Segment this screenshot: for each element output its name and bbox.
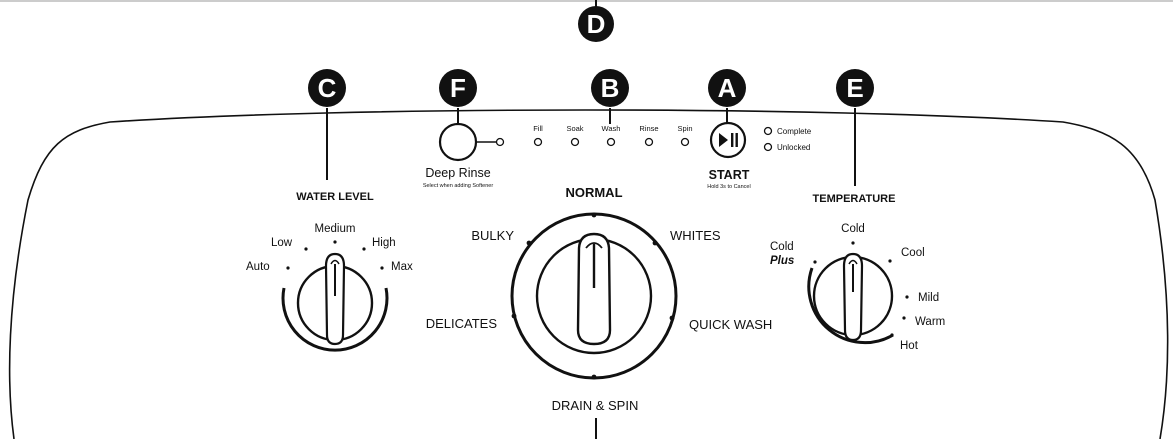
temperature-option-cold: Cold xyxy=(841,223,865,235)
status-light-label-wash: Wash xyxy=(602,124,621,133)
cycle-dot-quick-wash xyxy=(669,315,675,321)
status-light-label-soak: Soak xyxy=(566,124,583,133)
cycle-dot-bulky xyxy=(526,240,532,246)
water-level-option-max: Max xyxy=(391,261,413,273)
cycle-option-drain-spin: DRAIN & SPIN xyxy=(552,398,639,413)
callout-d: D xyxy=(578,6,614,42)
status-light-label-spin: Spin xyxy=(677,124,692,133)
callout-f: F xyxy=(439,69,477,107)
temperature-option-cold-plus-line2: Plus xyxy=(770,255,794,267)
svg-text:D: D xyxy=(587,9,606,39)
callout-e: E xyxy=(836,69,874,107)
water-level-option-low: Low xyxy=(271,237,293,249)
water-level-option-auto: Auto xyxy=(246,261,270,273)
play-pause-icon xyxy=(719,133,738,147)
cycle-dot-normal xyxy=(591,212,597,218)
cycle-option-normal: NORMAL xyxy=(565,185,622,200)
callout-a: A xyxy=(708,69,746,107)
temperature-dot-mild xyxy=(905,295,909,299)
svg-text:F: F xyxy=(450,73,466,103)
indicator-unlocked-label: Unlocked xyxy=(777,143,810,152)
callout-c: C xyxy=(308,69,346,107)
water-level-dot-auto xyxy=(286,266,290,270)
deep-rinse-led xyxy=(495,137,505,147)
temperature-dot-cool xyxy=(888,259,892,263)
cycle-option-bulky: BULKY xyxy=(471,228,514,243)
cycle-knob[interactable] xyxy=(510,212,678,380)
temperature-option-warm: Warm xyxy=(915,316,945,328)
cycle-dot-delicates xyxy=(511,313,517,319)
cycle-option-whites: WHITES xyxy=(670,228,721,243)
water-level-range-arc xyxy=(281,287,389,352)
status-light-label-fill: Fill xyxy=(533,124,543,133)
temperature-dot-cold xyxy=(851,241,855,245)
status-light-soak xyxy=(570,137,580,147)
water-level-dot-medium xyxy=(333,240,337,244)
temperature-option-cold-plus-line1: Cold xyxy=(770,241,794,253)
svg-text:C: C xyxy=(318,73,337,103)
status-light-fill xyxy=(533,137,543,147)
status-lights: Fill Soak Wash Rinse Spin xyxy=(533,124,693,147)
temperature-dot-cold-plus xyxy=(813,260,817,264)
indicator-complete-label: Complete xyxy=(777,127,812,136)
svg-text:E: E xyxy=(846,73,863,103)
callout-b: B xyxy=(591,69,629,107)
deep-rinse-button[interactable] xyxy=(438,122,478,162)
deep-rinse-sublabel: Select when adding Softener xyxy=(423,183,493,189)
indicator-unlocked-led xyxy=(763,142,773,152)
start-button[interactable] xyxy=(709,121,747,159)
water-level-dot-max xyxy=(380,266,384,270)
status-light-label-rinse: Rinse xyxy=(639,124,658,133)
cycle-dot-whites xyxy=(652,240,658,246)
water-level-dot-low xyxy=(304,247,308,251)
deep-rinse-label: Deep Rinse xyxy=(425,166,490,180)
console-outline xyxy=(8,109,1169,439)
water-level-knob[interactable] xyxy=(296,252,374,346)
status-light-spin xyxy=(680,137,690,147)
water-level-option-medium: Medium xyxy=(315,223,356,235)
cycle-option-delicates: DELICATES xyxy=(426,316,498,331)
status-light-rinse xyxy=(644,137,654,147)
status-light-wash xyxy=(606,137,616,147)
temperature-option-mild: Mild xyxy=(918,292,939,304)
svg-text:A: A xyxy=(718,73,737,103)
temperature-range-arc xyxy=(807,267,894,345)
temperature-title: TEMPERATURE xyxy=(813,193,896,205)
svg-text:B: B xyxy=(601,73,620,103)
indicator-complete-led xyxy=(763,126,773,136)
water-level-title: WATER LEVEL xyxy=(296,191,374,203)
cycle-option-quick-wash: QUICK WASH xyxy=(689,317,772,332)
temperature-option-hot: Hot xyxy=(900,340,919,352)
temperature-knob[interactable] xyxy=(812,252,894,342)
cycle-dot-drain-spin xyxy=(591,374,597,380)
temperature-dot-hot xyxy=(890,333,894,337)
temperature-option-cool: Cool xyxy=(901,247,925,259)
water-level-option-high: High xyxy=(372,237,396,249)
start-label: START xyxy=(709,168,750,182)
temperature-dot-warm xyxy=(902,316,906,320)
water-level-dot-high xyxy=(362,247,366,251)
start-sublabel: Hold 3s to Cancel xyxy=(707,184,750,190)
